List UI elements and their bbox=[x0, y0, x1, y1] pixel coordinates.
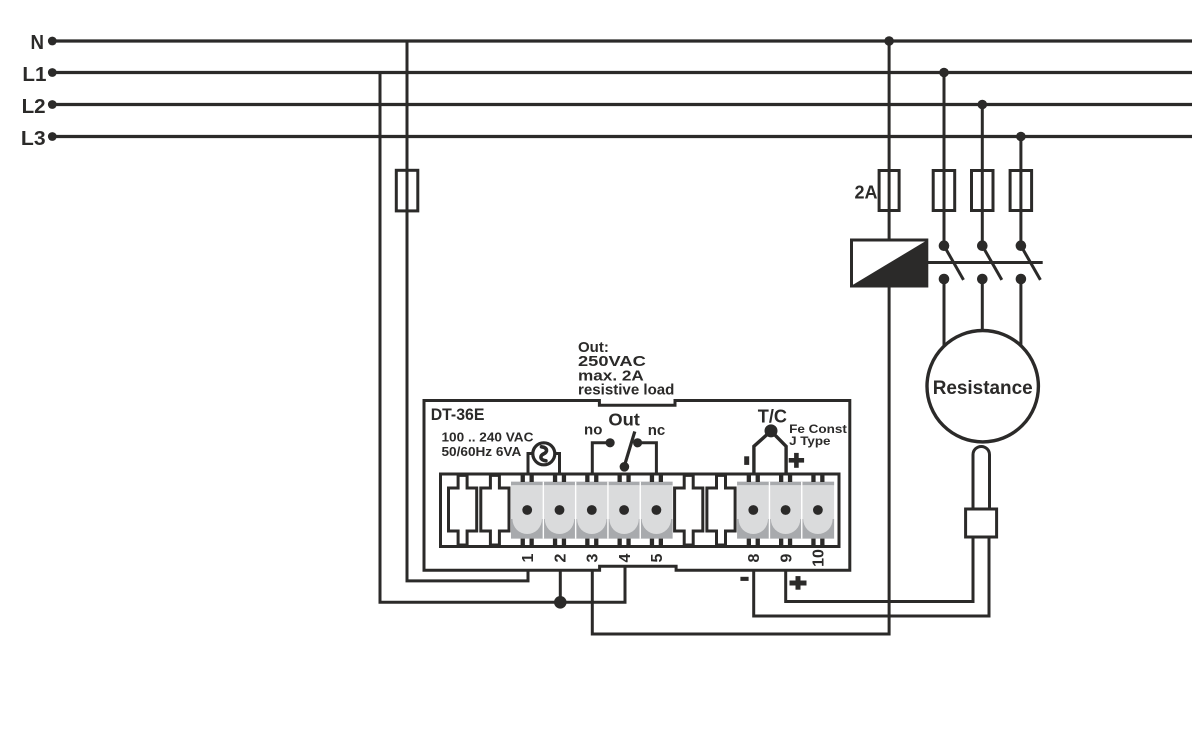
svg-text:max. 2A: max. 2A bbox=[578, 367, 644, 384]
svg-text:5: 5 bbox=[649, 553, 666, 562]
svg-text:nc: nc bbox=[648, 422, 666, 439]
svg-text:10: 10 bbox=[811, 549, 828, 567]
svg-text:T/C: T/C bbox=[758, 406, 787, 426]
svg-text:2: 2 bbox=[552, 553, 569, 562]
svg-text:Fe Const: Fe Const bbox=[789, 422, 847, 436]
svg-text:100 .. 240 VAC: 100 .. 240 VAC bbox=[442, 430, 534, 444]
svg-text:L3: L3 bbox=[21, 128, 46, 150]
svg-text:Out: Out bbox=[608, 409, 640, 429]
svg-text:resistive load: resistive load bbox=[578, 381, 674, 398]
svg-text:2A: 2A bbox=[854, 182, 877, 202]
svg-text:3: 3 bbox=[585, 553, 602, 562]
svg-text:9: 9 bbox=[778, 553, 795, 562]
svg-text:DT-36E: DT-36E bbox=[431, 405, 485, 424]
svg-text:J Type: J Type bbox=[789, 434, 831, 448]
svg-text:250VAC: 250VAC bbox=[578, 353, 646, 370]
svg-text:1: 1 bbox=[520, 553, 537, 562]
svg-text:N: N bbox=[31, 32, 45, 54]
svg-text:L1: L1 bbox=[22, 64, 46, 86]
svg-text:Out:: Out: bbox=[578, 339, 609, 356]
svg-text:no: no bbox=[584, 421, 602, 438]
svg-text:50/60Hz 6VA: 50/60Hz 6VA bbox=[442, 445, 522, 459]
svg-text:4: 4 bbox=[617, 553, 634, 562]
svg-text:8: 8 bbox=[746, 553, 763, 562]
svg-text:L2: L2 bbox=[22, 96, 46, 118]
svg-text:Resistance: Resistance bbox=[933, 378, 1033, 399]
